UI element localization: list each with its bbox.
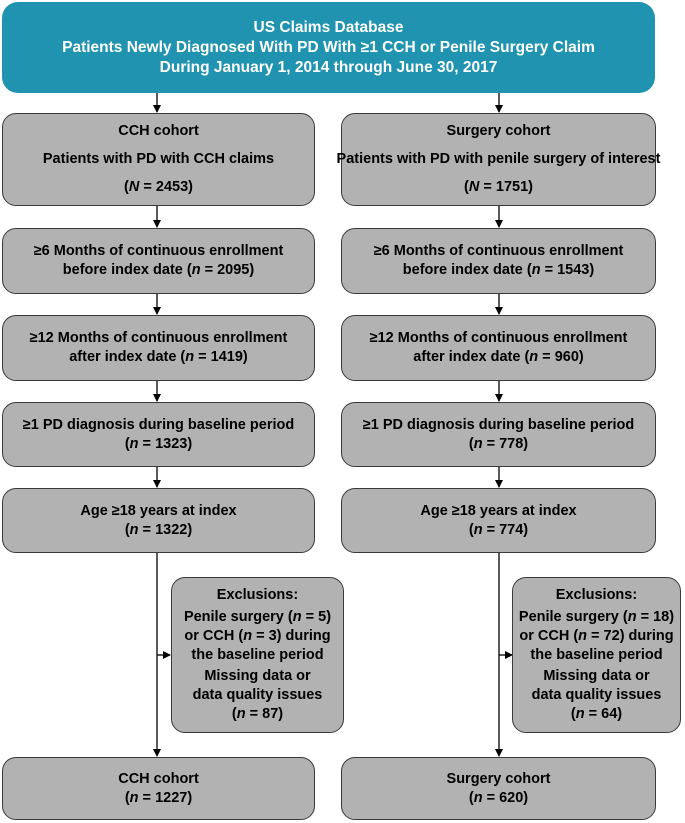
surgery-enroll-after-line1: ≥12 Months of continuous enrollment <box>369 330 628 346</box>
surgery-exclusions-box: Exclusions: Penile surgery (n = 18) or C… <box>512 577 681 733</box>
header-line-1: US Claims Database <box>253 18 404 36</box>
cch-excl-line-b: or CCH (n = 3) during <box>184 628 331 644</box>
cch-cohort-title: CCH cohort <box>118 123 199 139</box>
surgery-cohort-box: Surgery cohort Patients with PD with pen… <box>337 113 660 206</box>
cch-excl-line-c: the baseline period <box>191 647 324 663</box>
cch-excl-line-d: Missing data or <box>204 668 311 684</box>
cch-age-box: Age ≥18 years at index (n = 1322) <box>2 488 315 553</box>
surgery-diagnosis-line1: ≥1 PD diagnosis during baseline period <box>362 416 635 433</box>
surgery-final-count: (n = 620) <box>468 789 529 806</box>
cch-final-title: CCH cohort <box>118 770 199 787</box>
surgery-diagnosis-count: (n = 778) <box>468 435 529 452</box>
surgery-age-line1: Age ≥18 years at index <box>420 502 577 519</box>
cch-diagnosis-box: ≥1 PD diagnosis during baseline period (… <box>2 402 315 467</box>
cch-enroll-after-box: ≥12 Months of continuous enrollment afte… <box>2 315 315 381</box>
cch-cohort-desc: Patients with PD with CCH claims <box>42 151 275 167</box>
cch-excl-line-a: Penile surgery (n = 5) <box>183 609 332 625</box>
surgery-age-box: Age ≥18 years at index (n = 774) <box>341 488 656 553</box>
surgery-cohort-count: (N = 1751) <box>464 179 533 195</box>
header-line-2: Patients Newly Diagnosed With PD With ≥1… <box>62 38 595 56</box>
header-box: US Claims Database Patients Newly Diagno… <box>2 2 655 93</box>
surgery-excl-line-e: data quality issues <box>531 687 662 703</box>
cch-age-line1: Age ≥18 years at index <box>80 502 237 519</box>
surgery-exclusions-title: Exclusions: <box>555 587 638 603</box>
cch-final-box: CCH cohort (n = 1227) <box>2 757 315 820</box>
cch-enroll-after-line2: after index date (n = 1419) <box>69 349 248 365</box>
surgery-enroll-before-line1: ≥6 Months of continuous enrollment <box>373 243 624 259</box>
surgery-excl-line-d: Missing data or <box>543 668 650 684</box>
cch-diagnosis-count: (n = 1323) <box>124 435 193 452</box>
surgery-enroll-before-box: ≥6 Months of continuous enrollment befor… <box>341 228 656 294</box>
surgery-cohort-desc: Patients with PD with penile surgery of … <box>336 151 661 167</box>
surgery-enroll-after-line2: after index date (n = 960) <box>413 349 584 365</box>
surgery-final-title: Surgery cohort <box>446 770 551 787</box>
cch-excl-line-e: data quality issues <box>192 687 323 703</box>
cch-cohort-box: CCH cohort Patients with PD with CCH cla… <box>2 113 315 206</box>
surgery-cohort-title: Surgery cohort <box>446 123 551 139</box>
cch-enroll-before-line2: before index date (n = 2095) <box>62 262 255 278</box>
cch-cohort-count: (N = 2453) <box>124 179 193 195</box>
surgery-excl-line-b: or CCH (n = 72) during <box>519 628 674 644</box>
cch-exclusions-box: Exclusions: Penile surgery (n = 5) or CC… <box>171 577 344 733</box>
surgery-enroll-before-line2: before index date (n = 1543) <box>402 262 595 278</box>
surgery-final-box: Surgery cohort (n = 620) <box>341 757 656 820</box>
surgery-enroll-after-box: ≥12 Months of continuous enrollment afte… <box>341 315 656 381</box>
surgery-excl-line-c: the baseline period <box>530 647 663 663</box>
surgery-excl-line-a: Penile surgery (n = 18) <box>518 609 675 625</box>
cch-diagnosis-line1: ≥1 PD diagnosis during baseline period <box>22 416 295 433</box>
cch-enroll-before-box: ≥6 Months of continuous enrollment befor… <box>2 228 315 294</box>
cch-final-count: (n = 1227) <box>124 789 193 806</box>
cch-exclusions-title: Exclusions: <box>216 587 299 603</box>
surgery-excl-line-f: (n = 64) <box>570 706 623 722</box>
surgery-diagnosis-box: ≥1 PD diagnosis during baseline period (… <box>341 402 656 467</box>
surgery-age-count: (n = 774) <box>468 521 529 538</box>
cch-age-count: (n = 1322) <box>124 521 193 538</box>
header-line-3: During January 1, 2014 through June 30, … <box>159 58 498 76</box>
cch-enroll-after-line1: ≥12 Months of continuous enrollment <box>29 330 288 346</box>
cch-enroll-before-line1: ≥6 Months of continuous enrollment <box>33 243 284 259</box>
cch-excl-line-f: (n = 87) <box>231 706 284 722</box>
